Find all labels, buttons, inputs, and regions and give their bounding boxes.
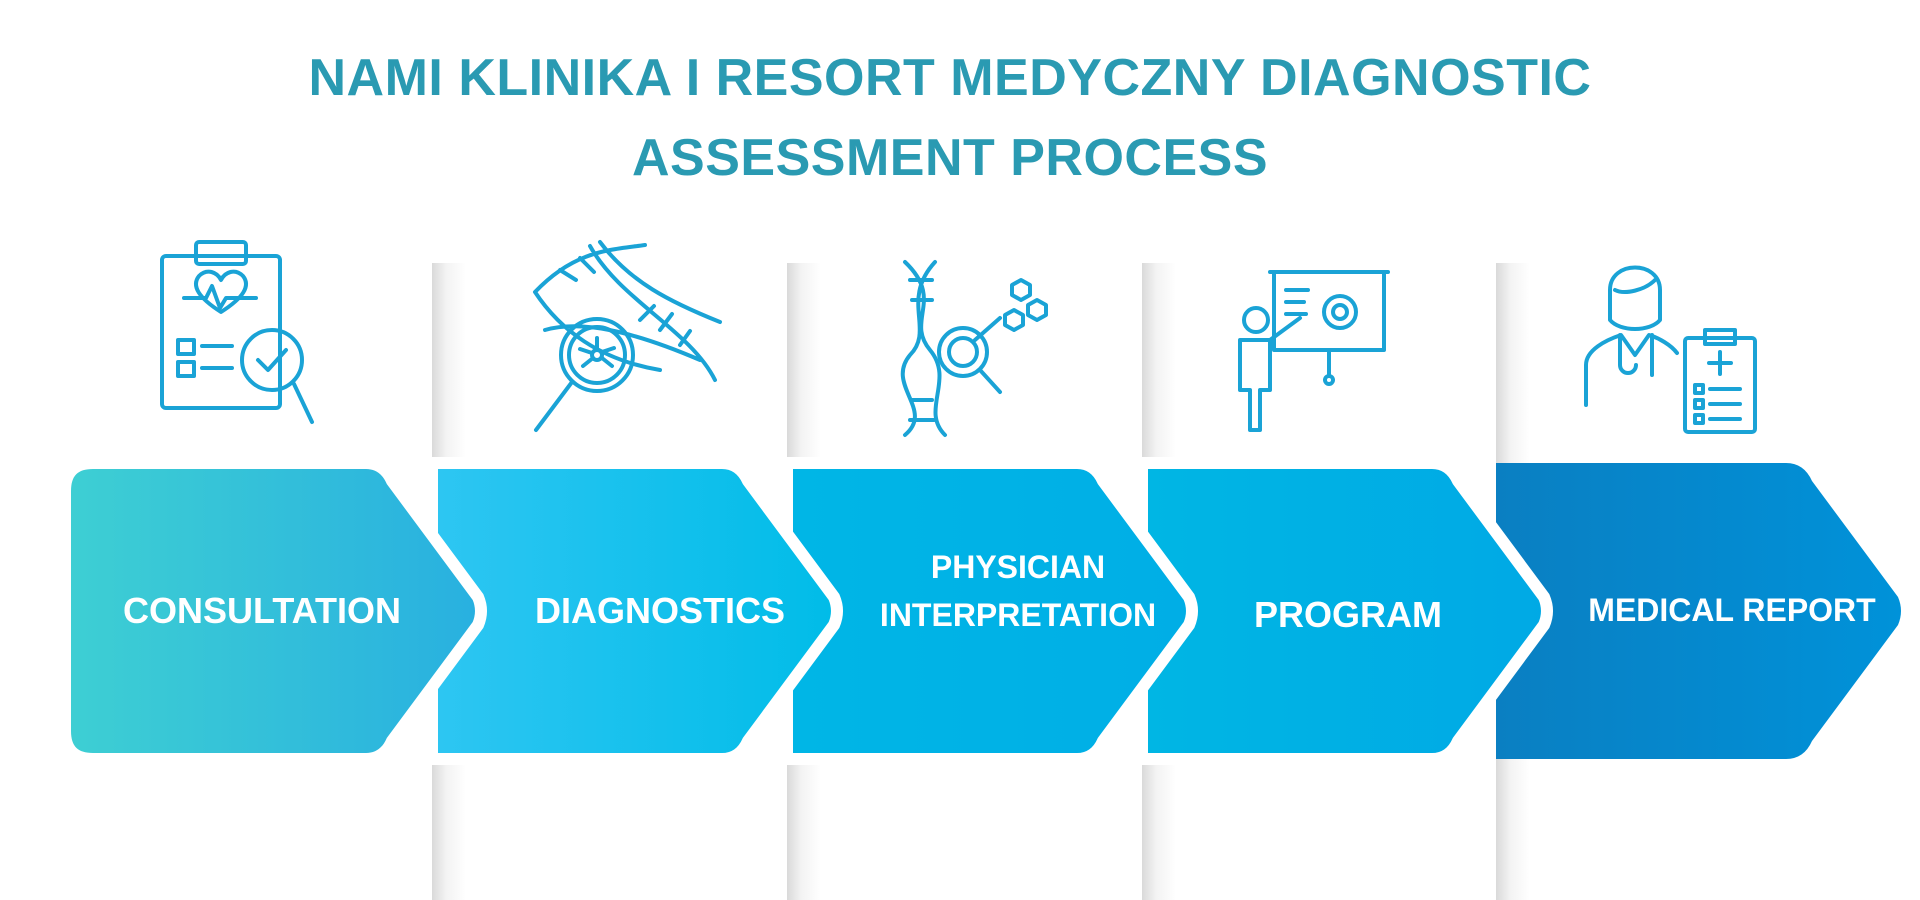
dna-molecule-search-icon bbox=[900, 260, 1048, 437]
step-card-diagnostics bbox=[426, 457, 843, 765]
step-label-physician: PHYSICIAN bbox=[931, 549, 1105, 585]
step-card-medical-report bbox=[1496, 463, 1901, 759]
title-line-1: NAMI KLINIKA I RESORT MEDYCZNY DIAGNOSTI… bbox=[308, 49, 1592, 107]
step-label-consultation: CONSULTATION bbox=[123, 590, 401, 631]
dna-magnifier-icon bbox=[533, 240, 722, 432]
step-card-program bbox=[1136, 457, 1553, 765]
doctor-clipboard-icon bbox=[1584, 265, 1757, 434]
title-line-2: ASSESSMENT PROCESS bbox=[631, 129, 1269, 187]
clipboard-heart-magnifier-icon bbox=[160, 240, 314, 424]
page-title: NAMI KLINIKA I RESORT MEDYCZNY DIAGNOSTI… bbox=[0, 38, 1900, 198]
step-card-consultation bbox=[59, 457, 487, 765]
step-label-medical-report: MEDICAL REPORT bbox=[1588, 592, 1876, 628]
step-label-interpretation: INTERPRETATION bbox=[880, 597, 1156, 633]
step-label-diagnostics: DIAGNOSTICS bbox=[535, 590, 785, 631]
presenter-gear-board-icon bbox=[1238, 270, 1390, 432]
step-card-physician-interpretation bbox=[781, 457, 1198, 765]
step-label-program: PROGRAM bbox=[1254, 594, 1442, 635]
